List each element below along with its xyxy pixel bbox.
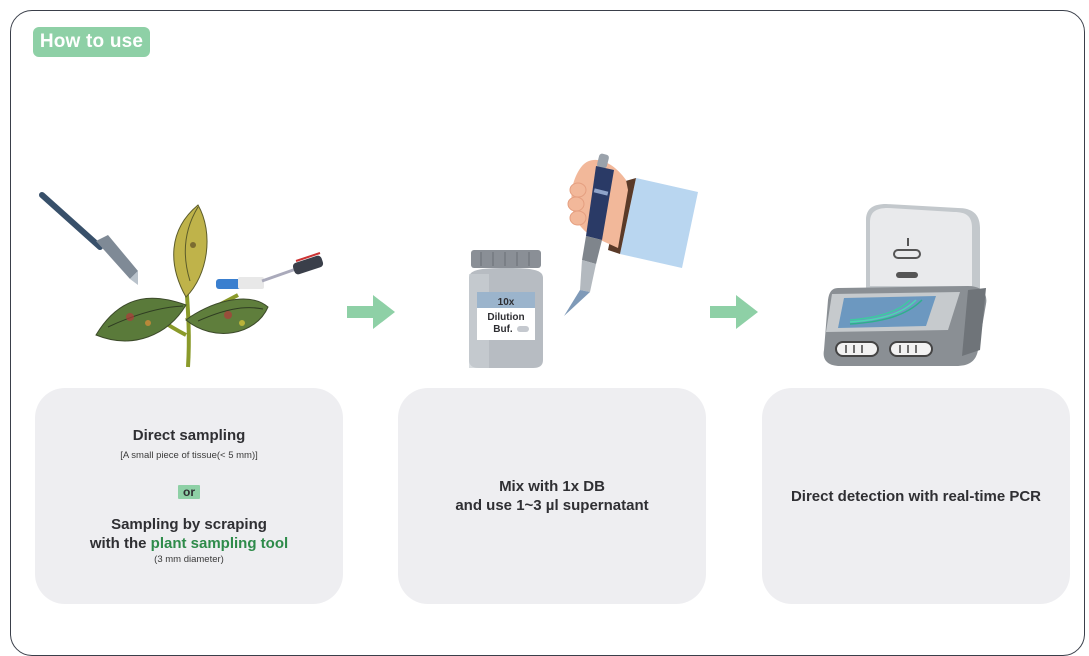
step3-line1: Direct detection with real-time PCR (790, 487, 1042, 505)
step-card-detection: Direct detection with real-time PCR (762, 388, 1070, 604)
arrow-right-icon (710, 295, 758, 329)
step1-tool-highlight: plant sampling tool (150, 534, 289, 552)
sampling-tool-icon (216, 252, 324, 289)
dilution-bottle-icon: 10x Dilution Buf. (469, 250, 543, 368)
step1-detail: (3 mm diameter) (154, 553, 224, 565)
step1-line2-prefix: with the (89, 534, 151, 552)
arrow-right-icon (347, 295, 395, 329)
bottle-label-line1: 10x (498, 297, 515, 308)
plant-with-scalpel-icon (39, 192, 324, 368)
or-badge: or (178, 484, 200, 499)
step1-line1: Sampling by scraping (111, 515, 267, 533)
bottle-label-line2: Dilution (487, 312, 524, 323)
scalpel-icon (39, 192, 138, 285)
step-card-sampling: Direct sampling [A small piece of tissue… (35, 388, 343, 604)
step2-line1: Mix with 1x DB (499, 478, 605, 495)
pcr-machine-icon (823, 204, 987, 366)
step1-title: Direct sampling (132, 426, 246, 444)
section-title: How to use (33, 27, 150, 57)
step2-line2: and use 1~3 µl supernatant (455, 497, 649, 514)
step-card-mix: Mix with 1x DB and use 1~3 µl supernatan… (398, 388, 706, 604)
step1-note: [A small piece of tissue(< 5 mm)] (120, 449, 258, 461)
pipette-hand-icon (564, 153, 698, 316)
step1-line2: with the plant sampling tool (90, 534, 288, 553)
bottle-label-line3: Buf. (493, 324, 513, 335)
